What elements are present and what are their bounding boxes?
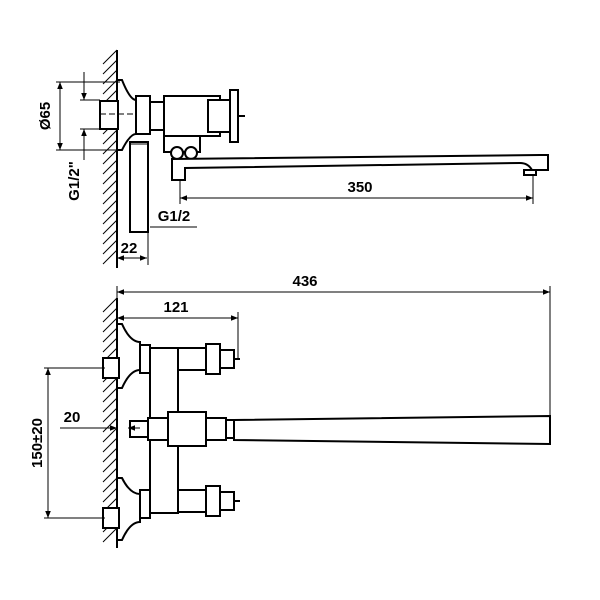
wall-hatch-line [102, 337, 118, 353]
dim-center-distance-label: 150±20 [29, 418, 46, 468]
wall-hatch-line [102, 59, 118, 75]
wall-hatch-line [102, 417, 118, 433]
wall-hatch-line [102, 159, 118, 175]
side-diverter-knob-left [170, 146, 184, 160]
front-wall-pipe-lower [102, 507, 120, 529]
side-spout-aerator [523, 169, 537, 176]
dim-wall-thread: G1/2" [66, 72, 100, 201]
wall-hatch-line [102, 239, 118, 255]
wall-hatch-line [102, 377, 118, 393]
dim-outlet-thread-label: G1/2 [158, 208, 191, 225]
front-view: 436 121 150±20 20 [29, 273, 551, 548]
wall-hatch-line [102, 407, 118, 423]
dim-overall-length-label: 436 [292, 273, 317, 290]
side-handle-cross [229, 89, 239, 143]
dim-diameter-label: Ø65 [37, 102, 54, 130]
dim-diameter: Ø65 [37, 81, 120, 151]
wall-hatch-line [102, 219, 118, 235]
wall-hatch-line [102, 437, 118, 453]
dim-body-depth: 121 [117, 299, 239, 359]
front-wall-pipe-upper [102, 357, 120, 379]
front-handle-lower [205, 485, 240, 517]
wall-hatch-line [102, 169, 118, 185]
wall-hatch-line [102, 327, 118, 343]
dim-spout-reach-label: 350 [347, 179, 372, 196]
side-view: Ø65 G1/2" 350 G1/2 22 [37, 49, 549, 268]
wall-hatch-line [102, 387, 118, 403]
side-wall-pipe [99, 100, 119, 130]
wall-hatch-line [102, 447, 118, 463]
dim-wall-offset: 22 [117, 232, 149, 265]
wall-hatch-line [102, 229, 118, 245]
dim-spout-reach: 350 [179, 176, 534, 204]
side-connector-nut [135, 95, 151, 135]
wall-hatch-line [102, 527, 118, 543]
dim-eccentric-offset: 20 [60, 409, 140, 431]
front-escutcheon-lower [116, 477, 141, 541]
wall-hatch-line [102, 139, 118, 155]
wall-hatch-line [102, 199, 118, 215]
wall-hatch-line [102, 129, 118, 145]
wall-hatch-line [102, 487, 118, 503]
side-wall [102, 49, 118, 268]
side-outlet-sleeve [129, 141, 149, 233]
front-diverter-block [167, 411, 207, 447]
dim-wall-thread-label: G1/2" [66, 161, 83, 201]
wall-hatch-line [102, 189, 118, 205]
dim-overall-length: 436 [116, 273, 551, 416]
wall-hatch-line [102, 307, 118, 323]
wall-hatch-line [102, 397, 118, 413]
wall-hatch-line [102, 467, 118, 483]
side-escutcheon [116, 79, 137, 151]
wall-hatch-line [102, 49, 118, 65]
dim-outlet-thread: G1/2 [150, 208, 197, 228]
dim-wall-offset-label: 22 [121, 240, 138, 257]
wall-hatch-line [102, 209, 118, 225]
front-escutcheon-upper [116, 323, 141, 389]
side-spout [171, 154, 549, 181]
wall-hatch-line [102, 477, 118, 493]
wall-hatch-line [102, 297, 118, 313]
wall-hatch-line [102, 179, 118, 195]
wall-hatch-line [102, 457, 118, 473]
side-diverter-knob-right [184, 146, 198, 160]
dim-center-distance: 150±20 [29, 367, 105, 519]
wall-hatch-line [102, 317, 118, 333]
dim-eccentric-offset-label: 20 [64, 409, 81, 426]
front-spout [233, 414, 551, 446]
dim-body-depth-label: 121 [163, 299, 188, 316]
front-handle-upper [205, 343, 240, 375]
wall-hatch-line [102, 249, 118, 265]
wall-hatch-line [102, 149, 118, 165]
